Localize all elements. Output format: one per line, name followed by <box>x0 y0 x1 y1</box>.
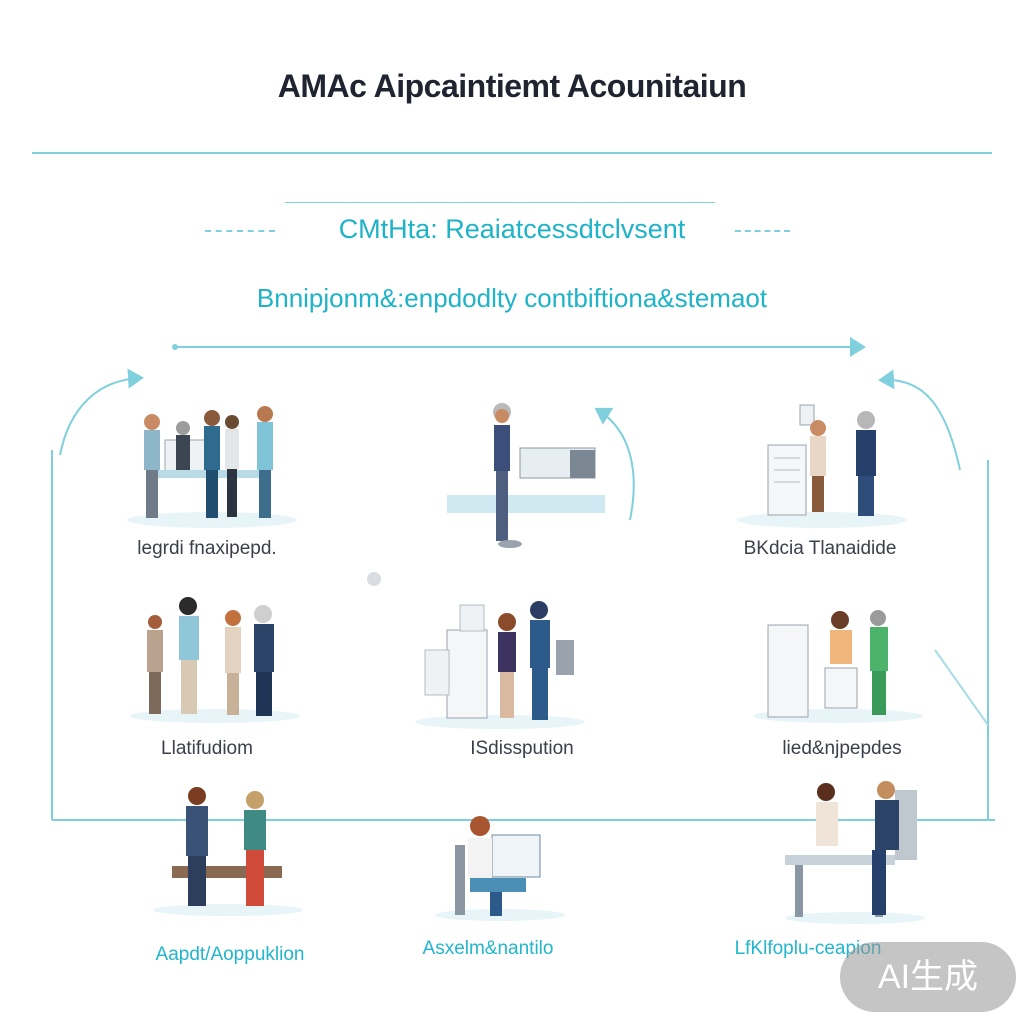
diagram-subheading: Bnnipjonm&:enpdodlty contbiftiona&stemao… <box>256 283 768 313</box>
step-label-1: legrdi fnaxipepd. <box>137 538 277 559</box>
document-consultation-illustration <box>737 404 907 528</box>
patient-consultation-illustration <box>153 787 303 916</box>
clinic-visit-illustration <box>753 610 923 723</box>
ai-generated-watermark: AI生成 <box>840 942 1016 1012</box>
diagram-subtitle: CMtHta: Reaiatcessdtclvsent <box>338 214 686 244</box>
step-label-9: LfKlfoplu-ceapion <box>734 938 882 959</box>
step-label-6: lied&njpepdes <box>782 738 902 759</box>
desk-meeting-illustration <box>785 781 925 924</box>
step-label-8: Asxelm&nantilo <box>422 938 554 959</box>
center-node-dot <box>367 572 381 586</box>
subtitle-top-rule <box>285 202 715 203</box>
subtitle-left-dash <box>205 230 275 232</box>
team-meeting-illustration <box>127 406 297 528</box>
page-title: AMAc Aipcaintiemt Acounitaiun <box>277 68 747 104</box>
step-label-4: Llatifudiom <box>161 738 253 759</box>
step-label-5: ISdisspution <box>470 738 574 759</box>
title-divider <box>32 152 992 154</box>
group-discussion-illustration <box>130 597 300 723</box>
paperwork-review-illustration <box>415 601 585 729</box>
woman-device-illustration <box>447 403 605 548</box>
step-label-3: BKdcia Tlanaidide <box>743 538 897 559</box>
step-label-7: Aapdt/Aoppuklion <box>155 944 305 965</box>
subtitle-right-dash <box>735 230 790 232</box>
computer-work-illustration <box>435 816 565 921</box>
